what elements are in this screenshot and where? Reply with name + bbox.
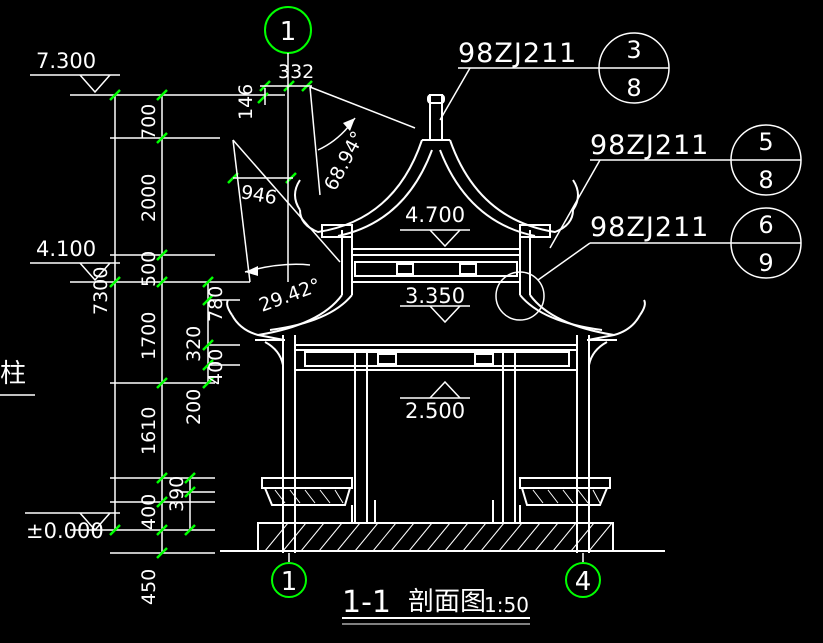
elev-beam-lower: 2.500 <box>405 399 465 423</box>
angle-lines <box>232 86 416 283</box>
interior-elevations <box>400 229 470 399</box>
dim-780: 780 <box>205 286 227 322</box>
elev-eave-upper: 4.100 <box>36 237 96 261</box>
column-label: 柱 <box>0 359 26 389</box>
axis-1-top: 1 <box>264 6 312 282</box>
angle-arrow-lower <box>245 266 258 276</box>
axis-label-bottom-left: 1 <box>281 567 298 597</box>
elev-roof-inner: 4.700 <box>405 203 465 227</box>
dim-390: 390 <box>166 476 188 512</box>
axis-label-bottom-right: 4 <box>575 567 592 597</box>
axis-4-bottom: 4 <box>565 553 601 598</box>
ref-den-1: 8 <box>626 74 641 102</box>
elev-top: 7.300 <box>36 49 96 73</box>
dim-total: 7300 <box>90 267 112 315</box>
reference-callout-1: 98ZJ211 3 8 <box>439 32 670 121</box>
elev-beam-upper: 3.350 <box>405 284 465 308</box>
dim-2000: 2000 <box>138 174 160 222</box>
angle-upper: 68.94° <box>320 128 369 195</box>
ref-num-3: 6 <box>758 211 773 239</box>
bench-pattern <box>274 489 601 504</box>
elevation-markers <box>25 74 120 532</box>
dim-500: 500 <box>138 251 160 287</box>
dim-146: 146 <box>235 84 257 120</box>
angle-lower: 29.42° <box>256 274 324 317</box>
elev-ground: ±0.000 <box>26 519 104 543</box>
dim-1610: 1610 <box>138 407 160 455</box>
ref-den-2: 8 <box>758 166 773 194</box>
dim-1700: 1700 <box>138 312 160 360</box>
dim-332: 332 <box>278 61 314 83</box>
dim-400: 400 <box>138 494 160 530</box>
dim-320: 320 <box>183 326 205 362</box>
pavilion <box>220 94 665 553</box>
drawing-title: 1-1 剖面图 1:50 <box>342 585 530 625</box>
detail-callout-circle <box>495 271 545 321</box>
dim-400b: 400 <box>205 349 227 385</box>
angle-arrow-upper <box>343 118 355 131</box>
axis-1-bottom: 1 <box>271 553 307 598</box>
ref-num-2: 5 <box>758 128 773 156</box>
title-cn: 剖面图 <box>408 587 486 617</box>
dim-700: 700 <box>138 104 160 140</box>
dimension-ticks <box>109 80 313 559</box>
reference-callout-3: 98ZJ211 6 9 <box>537 207 802 281</box>
base-hatching <box>264 522 613 552</box>
title-main: 1-1 <box>342 585 391 620</box>
ref-num-1: 3 <box>626 36 641 64</box>
title-scale: 1:50 <box>484 593 529 617</box>
dim-200: 200 <box>183 389 205 425</box>
reference-callout-2: 98ZJ211 5 8 <box>549 124 802 249</box>
ref-code-1: 98ZJ211 <box>458 38 577 69</box>
dim-450: 450 <box>138 569 160 605</box>
ref-code-3: 98ZJ211 <box>590 212 709 243</box>
ref-den-3: 9 <box>758 249 773 277</box>
axis-label-top: 1 <box>280 17 297 47</box>
ref-code-2: 98ZJ211 <box>590 130 709 161</box>
